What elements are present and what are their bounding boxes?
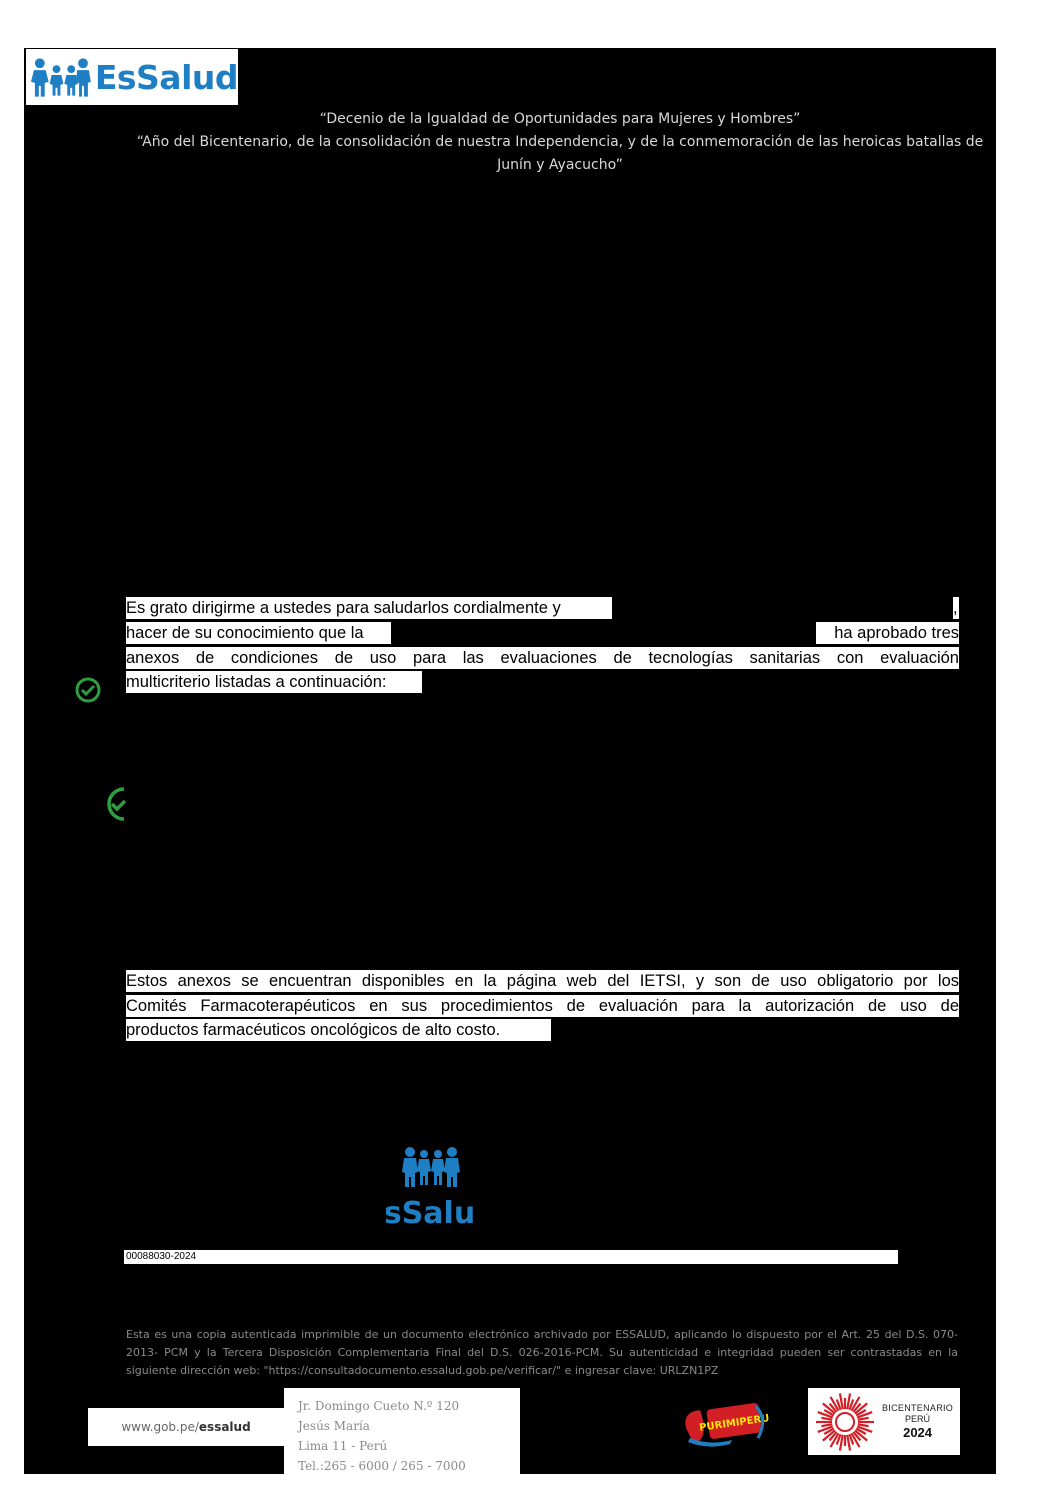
paragraph-1-line-2-end: ha aprobado tres bbox=[816, 622, 959, 644]
sun-ray bbox=[854, 1429, 868, 1441]
paragraph-1-line-1: Es grato dirigirme a ustedes para saluda… bbox=[126, 597, 612, 619]
decree-line-2: “Año del Bicentenario, de la consolidaci… bbox=[136, 134, 984, 150]
sun-ray bbox=[848, 1398, 855, 1410]
sun-ray bbox=[855, 1408, 867, 1416]
sun-ray bbox=[823, 1427, 835, 1435]
paragraph-2-line-3: productos farmacéuticos oncológicos de a… bbox=[126, 1019, 551, 1041]
address-line-4: Tel.:265 - 6000 / 265 - 7000 bbox=[298, 1459, 466, 1473]
sun-ray bbox=[835, 1433, 842, 1445]
website-prefix: www.gob.pe/ bbox=[121, 1420, 199, 1434]
bicentenario-sun-icon bbox=[816, 1392, 874, 1451]
sun-ray bbox=[848, 1433, 855, 1445]
sun-ray bbox=[828, 1430, 838, 1441]
sun-ray bbox=[856, 1424, 873, 1433]
sun-ray bbox=[855, 1427, 867, 1435]
paragraph-2-line-2: Comités Farmacoterapéuticos en sus proce… bbox=[126, 995, 959, 1017]
check-circle-icon-partial bbox=[107, 787, 126, 821]
sun-ray bbox=[821, 1416, 833, 1421]
sun-ray bbox=[817, 1410, 834, 1419]
sun-ray bbox=[829, 1395, 840, 1411]
sun-ray bbox=[821, 1422, 833, 1427]
sun-ray bbox=[835, 1398, 842, 1410]
sun-ray bbox=[828, 1402, 838, 1413]
essalud-logo: EsSalud bbox=[26, 49, 239, 105]
footer-address: Jr. Domingo Cueto N.º 120 Jesús María Li… bbox=[284, 1388, 520, 1474]
bicentenario-year: 2024 bbox=[903, 1425, 933, 1440]
address-line-1: Jr. Domingo Cueto N.º 120 bbox=[298, 1399, 460, 1413]
peru-campaign-logo: PURIMIPERU bbox=[685, 1403, 770, 1447]
paragraph-2-line-1: Estos anexos se encuentran disponibles e… bbox=[126, 970, 959, 992]
sun-ray bbox=[852, 1430, 862, 1441]
footer-website-link[interactable]: www.gob.pe/essalud bbox=[88, 1408, 284, 1446]
website-bold: essalud bbox=[198, 1420, 251, 1434]
family-figures-icon bbox=[30, 58, 91, 97]
sun-ray bbox=[857, 1422, 869, 1427]
sun-ray bbox=[846, 1392, 852, 1409]
registry-number: 00088030-2024 bbox=[124, 1250, 898, 1264]
seal-text: EsSalud bbox=[386, 1196, 474, 1228]
decree-line-3: Junín y Ayacucho” bbox=[497, 157, 623, 173]
paragraph-1-line-2: hacer de su conocimiento que la bbox=[126, 622, 391, 644]
sun-ray bbox=[822, 1402, 836, 1414]
sun-ray bbox=[846, 1434, 852, 1451]
sun-ray bbox=[838, 1434, 844, 1451]
sun-ray bbox=[852, 1402, 862, 1413]
sun-ray bbox=[823, 1408, 835, 1416]
sun-ray bbox=[854, 1402, 868, 1414]
sun-ray bbox=[856, 1410, 873, 1419]
bicentenario-line-1: BICENTENARIO bbox=[882, 1403, 954, 1413]
essalud-seal-logo: EsSalud bbox=[386, 1144, 474, 1228]
address-line-2: Jesús María bbox=[298, 1419, 370, 1433]
authenticity-notice: Esta es una copia autenticada imprimible… bbox=[126, 1328, 958, 1377]
check-circle-icon bbox=[75, 677, 101, 703]
paragraph-1-line-3: anexos de condiciones de uso para las ev… bbox=[126, 647, 959, 669]
sun-ray bbox=[838, 1392, 844, 1409]
sun-ray bbox=[850, 1432, 861, 1448]
paragraph-1-line-4: multicriterio listadas a continuación: bbox=[126, 671, 422, 693]
sun-ray bbox=[829, 1432, 840, 1448]
bicentenario-logo: BICENTENARIO PERÚ 2024 bbox=[808, 1388, 960, 1455]
sun-ray bbox=[822, 1429, 836, 1441]
address-line-3: Lima 11 - Perú bbox=[298, 1439, 388, 1453]
sun-ray bbox=[817, 1424, 834, 1433]
redacted-page-area bbox=[24, 48, 996, 1474]
sun-ray bbox=[857, 1416, 869, 1421]
logo-wordmark: EsSalud bbox=[94, 57, 239, 97]
paragraph-1-comma: , bbox=[953, 597, 959, 619]
sun-ray bbox=[850, 1395, 861, 1411]
decree-line-1: “Decenio de la Igualdad de Oportunidades… bbox=[319, 111, 801, 127]
bicentenario-line-2: PERÚ bbox=[905, 1414, 931, 1424]
